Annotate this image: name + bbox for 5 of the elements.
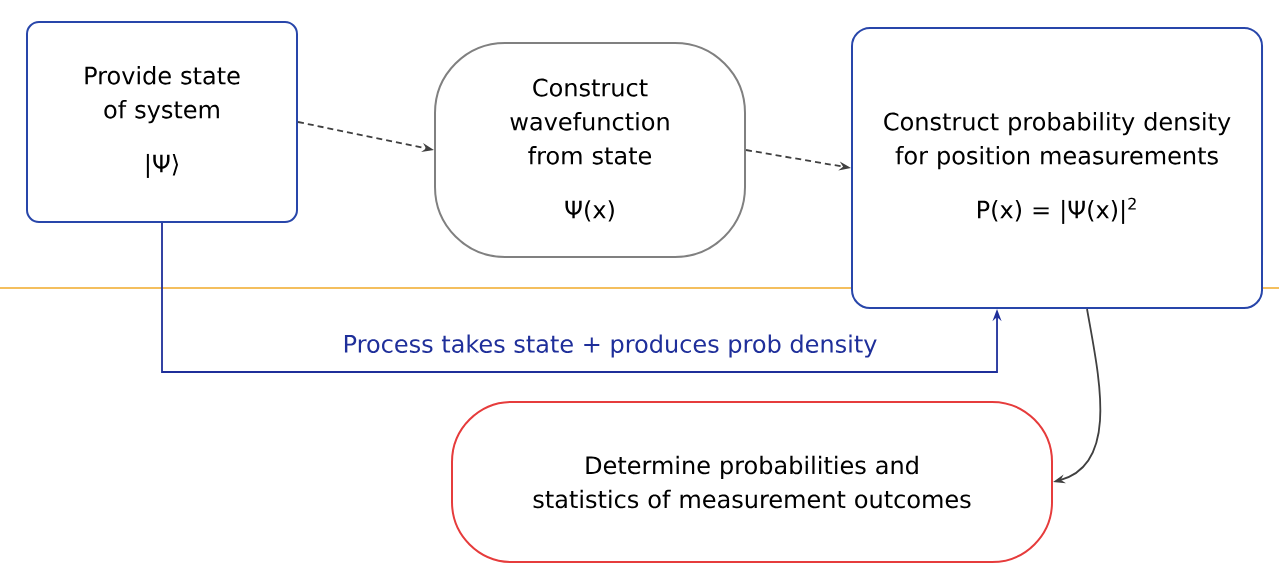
process-bubble: Construct wavefunction from state Ψ(x) [434, 42, 746, 258]
edge-label: Process takes state + produces prob density [338, 330, 882, 362]
process-box: Construct probability density for position measurements P(x) = |Ψ(x)|$^{2}$ [851, 27, 1263, 309]
outcome-bubble: Determine probabilities and statistics of measurement outcomes [451, 401, 1053, 563]
process-box: Provide state of system |Ψ⟩ [26, 21, 298, 223]
